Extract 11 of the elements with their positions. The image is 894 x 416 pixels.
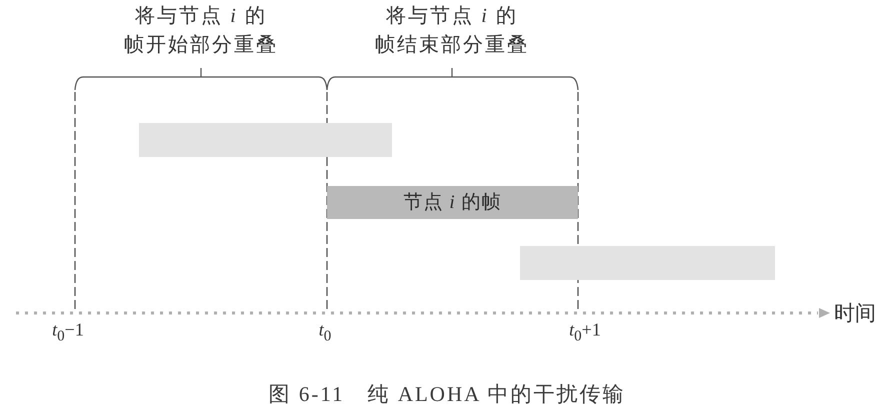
axis-label: 时间 (834, 300, 876, 326)
tick-label: t$_{0}$−1 (52, 318, 84, 346)
tick-label: t$_{0}$ (318, 318, 332, 346)
frame-label: 节点 i 的帧 (404, 190, 502, 214)
frame-bar (520, 246, 775, 280)
brace-label: 将与节点 i 的帧开始部分重叠 (123, 4, 279, 58)
frame-bar (327, 186, 578, 219)
caption: 图 6-11 纯 ALOHA 中的干扰传输 (268, 381, 626, 407)
frame-bar (139, 123, 392, 157)
tick-label: t$_{0}$+1 (569, 318, 601, 346)
brace-label: 将与节点 i 的帧结束部分重叠 (374, 4, 530, 58)
